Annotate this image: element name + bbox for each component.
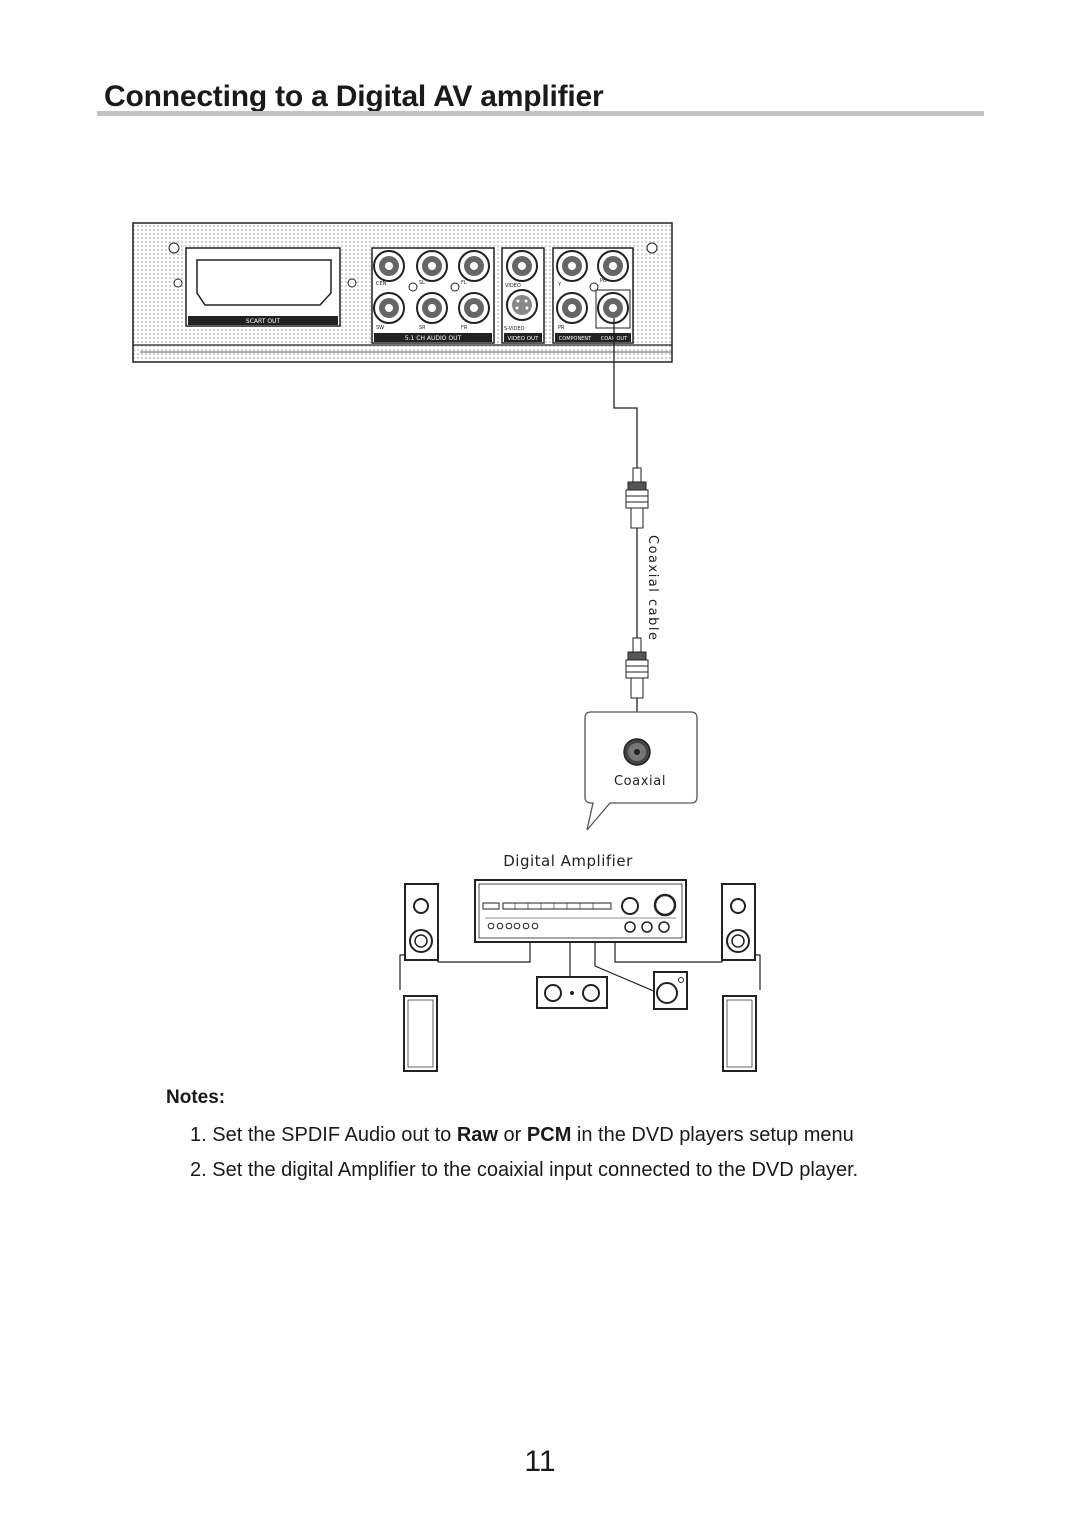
title-underline	[97, 111, 984, 116]
note-text-mid: or	[503, 1124, 522, 1146]
connection-diagram: SCART OUT 5.1 CH AUDIO OUT CEN SL FL SW …	[132, 222, 761, 1072]
note-text-pre: Set the SPDIF Audio out to	[212, 1124, 452, 1146]
jack-label-sr: SR	[419, 325, 426, 331]
audio-out-block: 5.1 CH AUDIO OUT CEN SL FL SW SR FR	[371, 247, 495, 344]
subwoofer	[653, 971, 688, 1010]
surround-right-speaker	[722, 995, 757, 1072]
component-coax-block: COMPONENT COAX OUT Y PB PR	[552, 247, 634, 344]
coaxial-cable: Coaxial cable	[613, 318, 660, 740]
surround-left-speaker	[403, 995, 438, 1072]
video-out-label: VIDEO OUT	[508, 336, 540, 342]
scart-out-label: SCART OUT	[246, 318, 281, 325]
jack-label-pr: PR	[558, 325, 565, 331]
coaxial-callout: Coaxial	[584, 711, 698, 831]
jack-label-fl: FL	[461, 280, 467, 286]
page-title: Connecting to a Digital AV amplifier	[104, 80, 604, 113]
note-text-post: in the DVD players setup menu	[576, 1124, 854, 1146]
jack-label-cen: CEN	[376, 281, 387, 287]
jack-label-sw: SW	[376, 325, 384, 331]
scart-connector: SCART OUT	[185, 247, 341, 327]
jack-sl	[416, 250, 448, 282]
coax-out-jack	[597, 292, 629, 324]
dvd-back-panel: SCART OUT 5.1 CH AUDIO OUT CEN SL FL SW …	[132, 222, 673, 363]
jack-video	[506, 250, 538, 282]
note-bold-raw: Raw	[456, 1124, 498, 1146]
notes-heading: Notes:	[166, 1087, 226, 1108]
note-bold-pcm: PCM	[526, 1124, 572, 1146]
jack-sr	[416, 292, 448, 324]
page-number: 11	[524, 1445, 556, 1478]
jack-y	[556, 250, 588, 282]
jack-cen	[373, 250, 405, 282]
jack-label-sl: SL	[419, 280, 425, 286]
jack-fr	[458, 292, 490, 324]
jack-label-svideo: S-VIDEO	[504, 326, 525, 332]
coaxial-label: Coaxial	[614, 774, 666, 789]
video-out-block: VIDEO OUT VIDEO S-VIDEO	[501, 247, 545, 344]
note-item-1: 1. Set the SPDIF Audio out to Raw or PCM…	[190, 1124, 854, 1147]
audio-out-label: 5.1 CH AUDIO OUT	[405, 335, 462, 342]
jack-label-pb: PB	[600, 278, 607, 284]
coaxial-cable-label: Coaxial cable	[645, 535, 660, 642]
jack-label-y: Y	[557, 282, 562, 288]
digital-amplifier	[474, 879, 687, 943]
cable-plug-top	[625, 467, 649, 529]
jack-fl	[458, 250, 490, 282]
svideo-jack	[506, 289, 538, 321]
amplifier-system	[399, 879, 761, 1072]
front-right-speaker	[721, 883, 756, 961]
jack-sw	[373, 292, 405, 324]
front-left-speaker	[404, 883, 439, 961]
jack-pr	[556, 292, 588, 324]
note-item-2: 2. Set the digital Amplifier to the coai…	[190, 1159, 858, 1182]
coaxial-input-jack	[623, 738, 651, 766]
note-number: 2.	[190, 1159, 207, 1181]
cable-plug-bottom	[625, 637, 649, 699]
note-number: 1.	[190, 1124, 207, 1146]
jack-label-fr: FR	[461, 325, 468, 331]
digital-amplifier-label: Digital Amplifier	[503, 852, 633, 870]
jack-label-video: VIDEO	[505, 283, 521, 289]
center-speaker	[536, 976, 608, 1009]
component-label: COMPONENT	[559, 336, 592, 342]
note-text: Set the digital Amplifier to the coaixia…	[212, 1159, 859, 1181]
jack-pb	[597, 250, 629, 282]
